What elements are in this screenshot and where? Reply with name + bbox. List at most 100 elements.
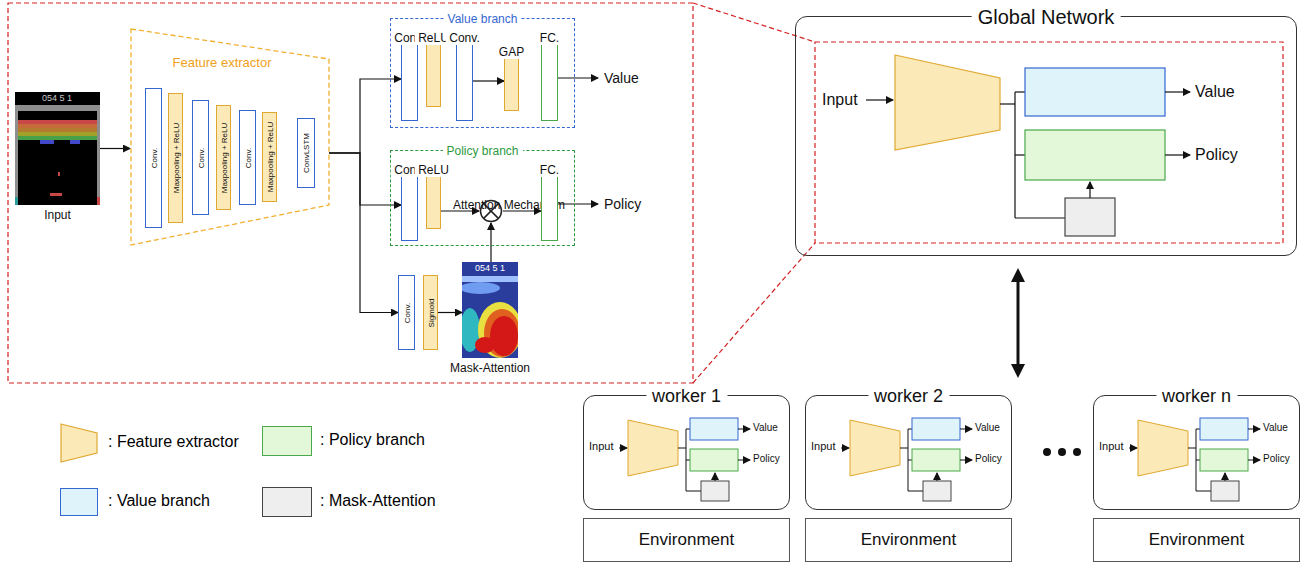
zoom-panel xyxy=(8,3,693,383)
text-label: 054 5 1 xyxy=(42,93,72,103)
text-label: Value xyxy=(753,422,778,434)
layer-block: Conv. xyxy=(401,37,418,121)
worker-sketch xyxy=(1196,491,1211,492)
node-label: ReLU xyxy=(414,163,453,177)
text-label: Input xyxy=(811,440,835,453)
worker-sketch xyxy=(912,418,960,440)
worker-sketch xyxy=(923,481,951,501)
feature-extractor: Feature extractorConv.Maxpooling + ReLUC… xyxy=(130,28,330,246)
legend-swatch xyxy=(60,488,98,516)
text-label: Input xyxy=(1099,440,1123,453)
layer-block: ReLU xyxy=(426,169,441,229)
zoom-panel xyxy=(815,42,1283,243)
text-label: Policy xyxy=(1263,453,1290,465)
multiply-symbol xyxy=(479,199,503,223)
ellipsis-dots xyxy=(1058,448,1066,456)
worker-sketch xyxy=(1248,429,1260,430)
worker-sketch xyxy=(1225,473,1226,481)
game-frame xyxy=(97,197,100,205)
text-label: Policy xyxy=(753,453,780,465)
node-label: Maxpooling + ReLU xyxy=(265,122,274,192)
worker-sketch xyxy=(1200,449,1248,471)
node-label: Input xyxy=(44,208,71,222)
global-network-sketch xyxy=(1025,130,1165,180)
text-label: Value xyxy=(975,422,1000,434)
ellipsis-dots xyxy=(1043,448,1051,456)
global-network-sketch xyxy=(1015,154,1025,155)
environment-box: Environment xyxy=(1093,518,1300,562)
game-frame xyxy=(18,128,97,132)
game-frame xyxy=(15,92,100,205)
worker-sketch xyxy=(690,418,738,440)
worker-sketch xyxy=(1211,481,1239,501)
global-network-sketch xyxy=(866,99,893,100)
branch-group: Value branchConv.ReLUConv.GAPFC. xyxy=(390,18,575,128)
text-label: 054 5 1 xyxy=(475,263,505,273)
game-frame xyxy=(50,193,62,196)
node-label: Environment xyxy=(639,530,734,550)
text-label: Policy xyxy=(604,196,641,212)
global-network-sketch xyxy=(1015,217,1065,218)
legend-label: : Value branch xyxy=(108,492,210,510)
node-label: Maxpooling + ReLU xyxy=(219,122,228,192)
worker-sketch xyxy=(619,448,627,449)
worker-sketch xyxy=(738,460,750,461)
text-label: Value xyxy=(1195,83,1235,101)
node-label: Value branch xyxy=(444,12,522,26)
legend-label: : Policy branch xyxy=(320,431,425,449)
sync-arrow xyxy=(1017,272,1020,374)
layer-block: FC. xyxy=(541,37,558,121)
worker-sketch xyxy=(960,429,972,430)
worker-sketch xyxy=(841,448,849,449)
game-frame xyxy=(18,120,97,124)
legend-swatch xyxy=(60,423,98,463)
attention-multiply: Attention Mechanism xyxy=(479,199,503,223)
node-label: worker n xyxy=(1156,386,1237,407)
layer-block: Conv. xyxy=(192,100,209,215)
text-label: Policy xyxy=(975,453,1002,465)
worker-sketch xyxy=(900,448,908,449)
node-label: Policy branch xyxy=(442,144,522,158)
worker-sketch xyxy=(628,420,678,476)
worker-sketch xyxy=(1129,448,1137,449)
game-frame xyxy=(40,140,54,144)
worker-sketch xyxy=(908,491,923,492)
connector-arrow xyxy=(473,80,504,81)
node-label: Conv. xyxy=(149,148,158,168)
worker-sketch xyxy=(686,429,690,430)
layer-block: Conv. xyxy=(398,275,415,350)
worker-sketch xyxy=(1196,460,1200,461)
global-network-sketch xyxy=(1165,91,1190,92)
node-label: Global Network xyxy=(972,6,1121,29)
global-network-sketch xyxy=(1165,154,1190,155)
connector-arrow xyxy=(438,312,462,313)
node-label: Conv. xyxy=(445,31,483,45)
ellipsis-dots xyxy=(1043,448,1081,456)
layer-block: GAP xyxy=(504,51,519,111)
worker-sketch xyxy=(937,473,938,481)
text-label: Value xyxy=(604,70,639,86)
connector-arrow xyxy=(100,148,130,149)
worker-sketch xyxy=(1200,418,1248,440)
multiply-symbol xyxy=(481,201,502,222)
global-network-sketch xyxy=(866,55,1190,236)
attention-heatmap xyxy=(475,337,495,353)
node-label: Maxpooling + ReLU xyxy=(171,123,180,193)
worker-sketch xyxy=(701,481,729,501)
node-label: GAP xyxy=(495,45,528,59)
node-label: Environment xyxy=(1149,530,1244,550)
game-frame xyxy=(15,92,100,205)
global-network-sketch xyxy=(1025,68,1165,116)
game-frame xyxy=(18,136,97,140)
global-network-sketch xyxy=(1000,103,1015,104)
node-label: Mask-Attention xyxy=(450,361,530,375)
multiply-symbol xyxy=(484,204,499,219)
worker-sketch xyxy=(1188,448,1196,449)
node-label: worker 1 xyxy=(646,386,727,407)
output-arrows xyxy=(557,78,598,204)
worker-sketch xyxy=(1248,460,1260,461)
zoom-panel xyxy=(8,3,1283,383)
zoom-panel xyxy=(693,3,815,42)
trapezoid-outline xyxy=(131,29,329,245)
output-arrows xyxy=(557,203,598,204)
